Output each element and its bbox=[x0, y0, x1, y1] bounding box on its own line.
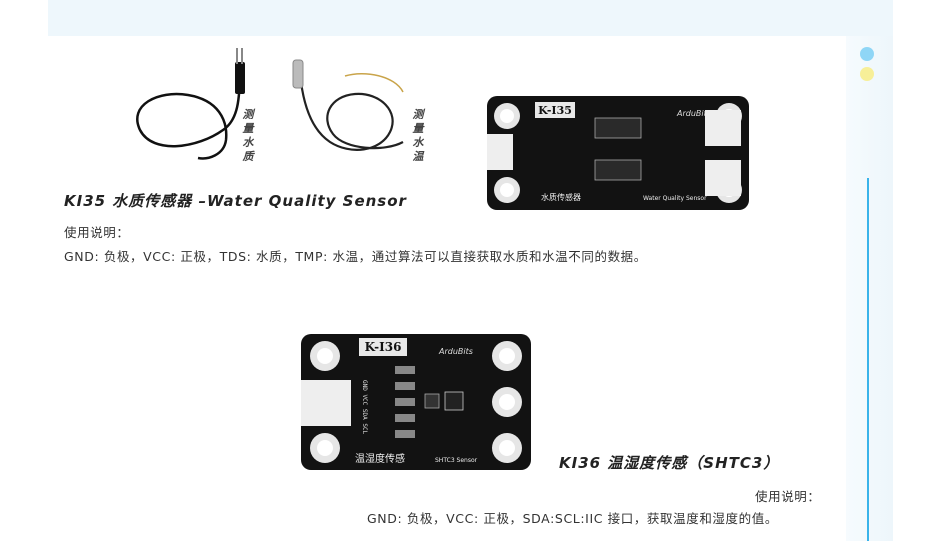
k136-usage-title: 使用说明： bbox=[755, 489, 821, 504]
k135-board-en-text: Water Quality Sensor bbox=[643, 195, 707, 202]
k135-board-label: K-I35 bbox=[538, 104, 572, 117]
right-side-panel bbox=[846, 36, 893, 541]
k135-usage-title: 使用说明： bbox=[64, 225, 130, 240]
k136-board-en-text: SHTC3 Sensor bbox=[435, 457, 478, 464]
k136-board-image: K-I36 ArduBits GND VCC SDA SCL 温湿度传感 SHT… bbox=[301, 334, 531, 470]
k136-heading: KI36 温湿度传感（SHTC3） bbox=[559, 454, 780, 472]
temperature-probe-image bbox=[292, 59, 404, 151]
k136-board-label: K-I36 bbox=[365, 340, 402, 354]
k136-pin-text: GND VCC SDA SCL bbox=[361, 380, 368, 435]
temperature-probe-label: 测量水温 bbox=[412, 108, 424, 163]
k135-usage-text: GND: 负极，VCC: 正极，TDS: 水质，TMP: 水温，通过算法可以直接… bbox=[64, 249, 647, 264]
blue-dot-icon bbox=[860, 47, 874, 61]
k135-heading: KI35 水质传感器 –Water Quality Sensor bbox=[64, 192, 407, 210]
k136-board-cn-text: 温湿度传感 bbox=[355, 452, 405, 465]
tds-probe-image bbox=[136, 48, 245, 160]
yellow-dot-icon bbox=[860, 67, 874, 81]
k135-board-cn-text: 水质传感器 bbox=[541, 192, 581, 202]
k136-board-brand: ArduBits bbox=[438, 347, 473, 356]
k135-board-image: K-I35 ArduBits 水质传感器 Water Quality Senso… bbox=[487, 96, 749, 210]
k136-usage-text: GND: 负极，VCC: 正极，SDA:SCL:IIC 接口，获取温度和湿度的值… bbox=[367, 511, 778, 526]
top-band bbox=[48, 0, 893, 36]
tds-probe-label: 测量水质 bbox=[242, 108, 254, 163]
k135-board-brand: ArduBits bbox=[676, 109, 711, 118]
accent-line bbox=[867, 178, 869, 541]
